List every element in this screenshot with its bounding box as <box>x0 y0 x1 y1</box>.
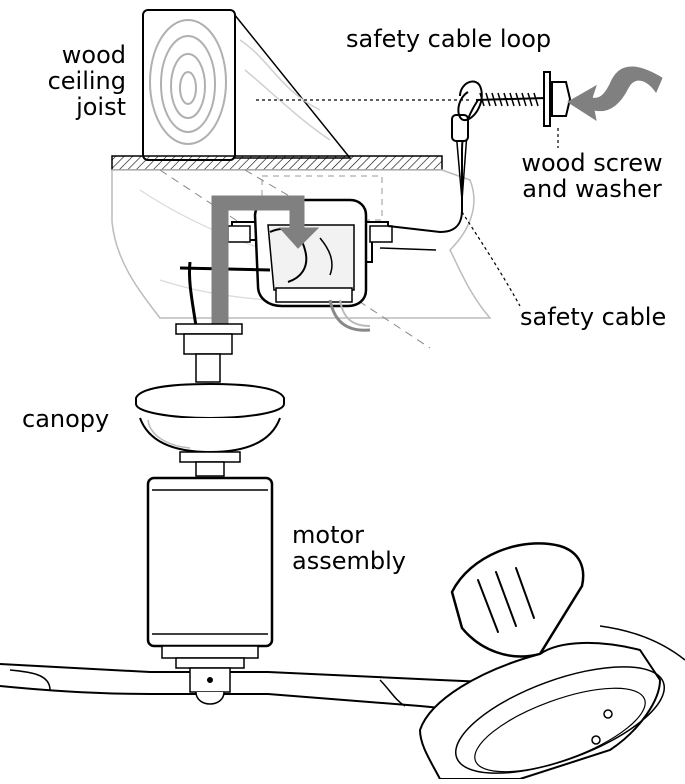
curved-arrow-icon <box>567 66 663 122</box>
downrod <box>175 323 243 383</box>
joist-label: wood ceiling joist <box>22 42 126 120</box>
joist-label-line-1: wood <box>61 41 126 69</box>
joist-label-line-2: ceiling <box>47 67 126 95</box>
canopy <box>135 382 285 477</box>
canopy-label: canopy <box>22 405 110 433</box>
motor-assembly-label-line-2: assembly <box>292 547 406 575</box>
joist-label-line-3: joist <box>76 93 126 121</box>
mounting-bracket <box>179 198 437 332</box>
wood-screw-label-line-2: and washer <box>522 175 662 203</box>
safety-cable-loop-label: safety cable loop <box>346 25 552 53</box>
safety-cable <box>387 80 483 234</box>
motor-assembly <box>146 476 274 669</box>
motor-assembly-label-line-1: motor <box>292 521 365 549</box>
leader-lines <box>256 99 559 307</box>
wood-screw-label-line-1: wood screw <box>521 149 663 177</box>
wood-screw-label: wood screw and washer <box>504 150 680 202</box>
wood-ceiling-joist <box>142 9 352 161</box>
safety-cable-label: safety cable <box>520 303 667 331</box>
motor-assembly-label: motor assembly <box>292 522 406 574</box>
switch-housing <box>418 542 685 780</box>
hook-arrow <box>211 195 320 327</box>
wood-screw <box>475 71 572 127</box>
